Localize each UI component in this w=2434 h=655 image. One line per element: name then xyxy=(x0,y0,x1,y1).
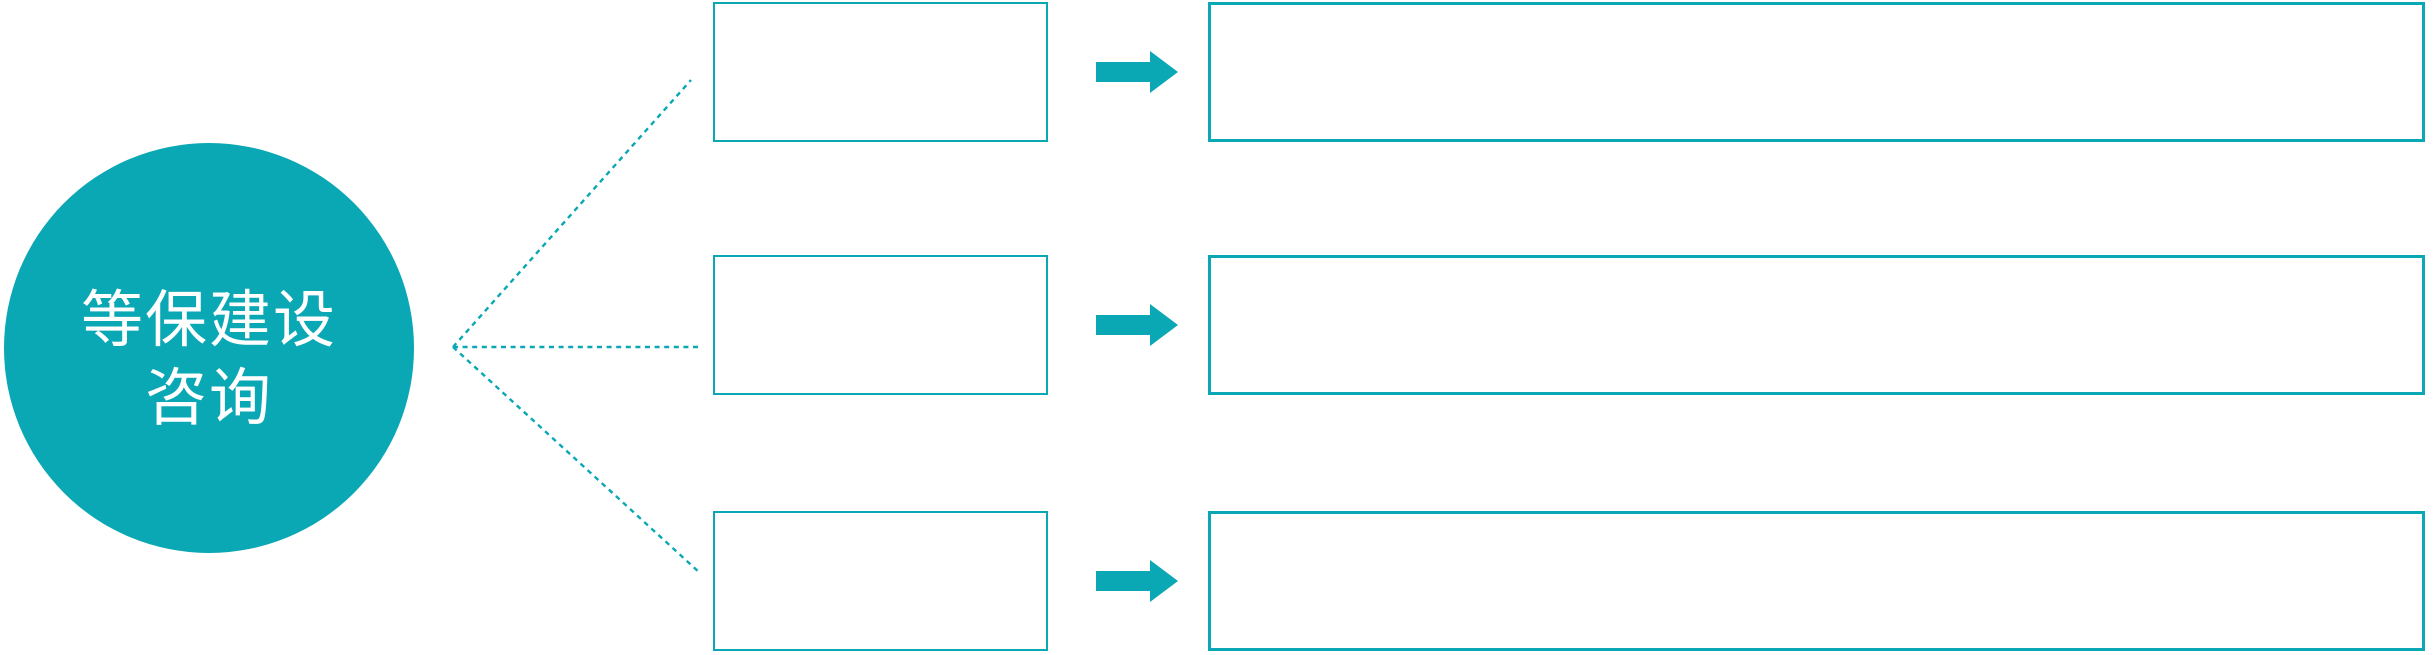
connector-line-bottom xyxy=(452,346,701,574)
arrow-right-icon xyxy=(1096,304,1178,346)
root-node-label-line1: 等保建设 xyxy=(80,286,337,355)
root-node-circle: 等保建设 咨询 xyxy=(4,143,414,553)
stage-box-1 xyxy=(713,2,1048,142)
detail-box-2 xyxy=(1208,255,2425,395)
detail-box-1 xyxy=(1208,2,2425,142)
connector-line-top xyxy=(452,79,692,348)
stage-box-2 xyxy=(713,255,1048,395)
arrow-right-shape xyxy=(1096,51,1178,93)
arrow-right-icon xyxy=(1096,51,1178,93)
stage-box-3 xyxy=(713,511,1048,651)
root-node-label-line2: 咨询 xyxy=(144,364,273,433)
arrow-right-icon xyxy=(1096,560,1178,602)
arrow-right-shape xyxy=(1096,304,1178,346)
root-node-label: 等保建设 咨询 xyxy=(81,258,337,438)
arrow-right-shape xyxy=(1096,560,1178,602)
detail-box-3 xyxy=(1208,511,2425,651)
